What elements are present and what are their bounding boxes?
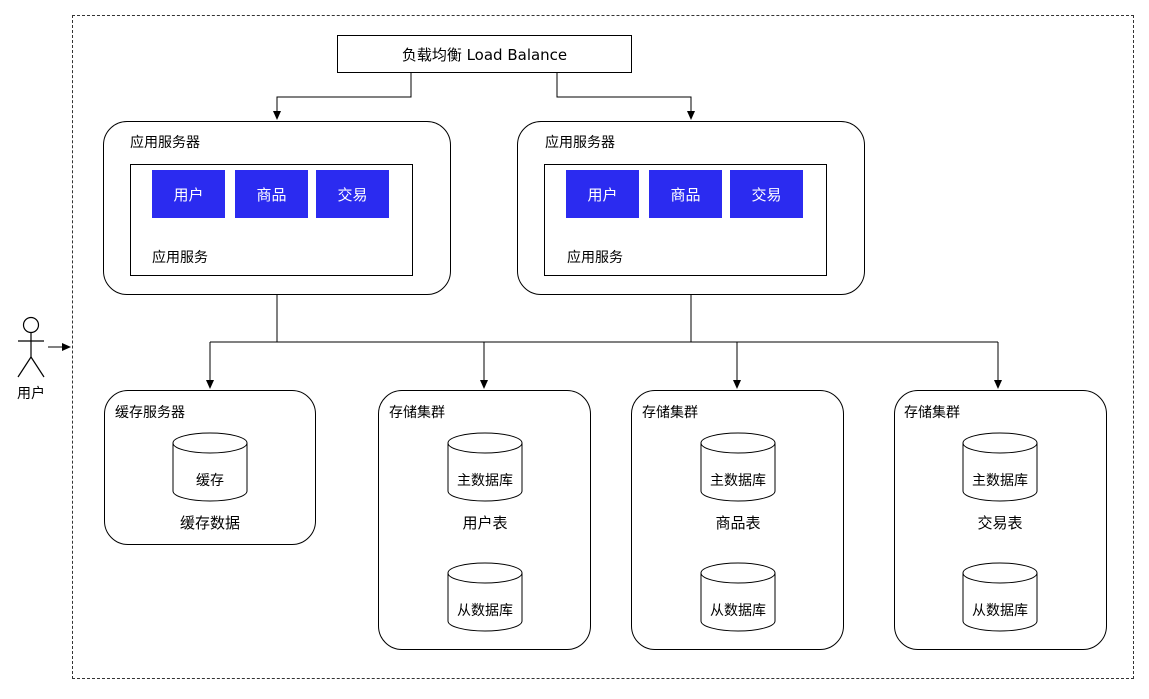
slave-db-1-label: 从数据库 [457,603,513,619]
slave-db-2-label: 从数据库 [710,603,766,619]
master-db-2-cylinder-icon [700,432,776,502]
master-db-1-label: 主数据库 [457,473,513,489]
table-3-caption: 交易表 [977,514,1023,532]
master-db-3-cylinder-icon [962,432,1038,502]
module-user-2: 用户 [566,170,639,218]
module-trade-1: 交易 [316,170,389,218]
lb-to-app-server-1-connector [273,73,412,120]
module-user-1: 用户 [152,170,225,218]
master-db-3-label: 主数据库 [972,473,1028,489]
app-server-2-title: 应用服务器 [545,135,615,151]
storage-cluster-2-title: 存储集群 [642,405,698,421]
master-db-2-label: 主数据库 [710,473,766,489]
slave-db-2-cylinder-icon [700,562,776,632]
system-boundary [72,15,1134,679]
app-service-2-label: 应用服务 [567,250,623,266]
person-icon [17,316,45,378]
cache-data-caption: 缓存数据 [179,514,240,532]
storage-cluster-3-title: 存储集群 [904,405,960,421]
table-2-caption: 商品表 [715,514,761,532]
slave-db-3-label: 从数据库 [972,603,1028,619]
storage-cluster-1-title: 存储集群 [389,405,445,421]
load-balancer-label: 负载均衡 Load Balance [401,45,568,64]
cache-cylinder-label: 缓存 [196,473,224,489]
master-db-1-cylinder-icon [447,432,523,502]
slave-db-3-cylinder-icon [962,562,1038,632]
cache-cylinder-icon [172,432,248,502]
app-service-1-label: 应用服务 [152,250,208,266]
lb-to-app-server-2-connector [556,73,695,120]
table-1-caption: 用户表 [462,514,508,532]
cache-server-title: 缓存服务器 [115,405,185,421]
load-balancer-box: 负载均衡 Load Balance [337,35,632,73]
app-server-1-title: 应用服务器 [130,135,200,151]
module-product-2: 商品 [649,170,722,218]
user-label: 用户 [17,386,45,402]
slave-db-1-cylinder-icon [447,562,523,632]
module-trade-2: 交易 [730,170,803,218]
module-product-1: 商品 [235,170,308,218]
